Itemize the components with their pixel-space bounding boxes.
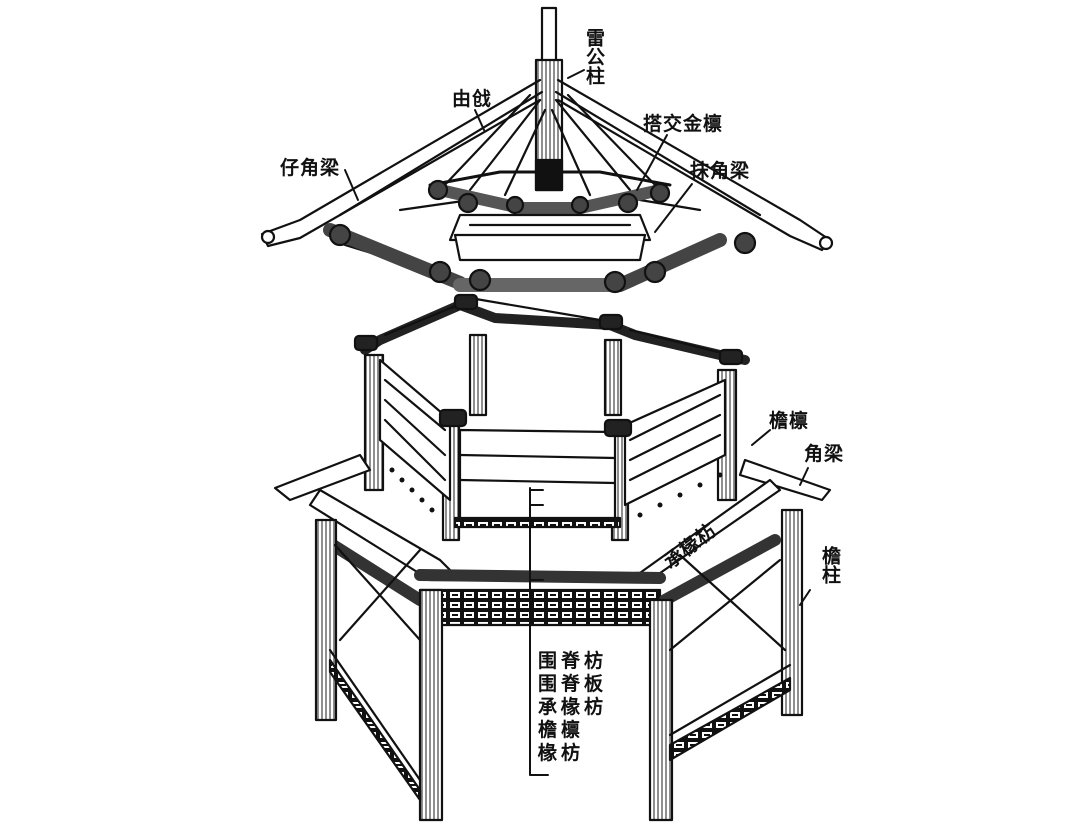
label-yanzhu: 檐柱 — [819, 546, 841, 584]
label-mojiaoliang: 抹角梁 — [690, 160, 751, 182]
stacked-label: 椽枋 — [538, 742, 585, 764]
stacked-label: 围脊枋 — [538, 650, 608, 672]
label-yanlin: 檐檩 — [769, 410, 810, 432]
label-leigongzhu: 雷公柱 — [583, 28, 605, 85]
label-zaijiaoliang: 仔角梁 — [280, 157, 341, 179]
label-dajiaojinlin: 搭交金檩 — [643, 113, 724, 135]
label-youe: 由戗 — [452, 88, 493, 110]
upper-roof-frame — [260, 6, 834, 294]
stacked-label: 檐檩 — [538, 719, 585, 741]
label-jiaoliang: 角梁 — [804, 443, 845, 465]
stacked-label: 围脊板 — [538, 673, 608, 695]
stacked-label: 承椽枋 — [538, 696, 608, 718]
lower-frame — [273, 293, 832, 822]
stacked-label-list: 围脊枋 围脊板 承椽枋 檐檩 椽枋 — [538, 650, 607, 765]
